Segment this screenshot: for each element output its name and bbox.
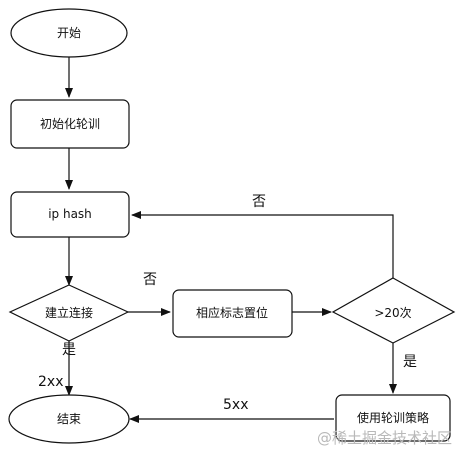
- node-end-label: 结束: [57, 412, 81, 426]
- node-start-label: 开始: [57, 26, 81, 40]
- node-check-shape: [331, 277, 456, 344]
- node-init-shape: [10, 99, 130, 149]
- edge-label-5xx: 5xx: [223, 397, 248, 413]
- node-start-shape: [10, 8, 128, 58]
- node-mark-shape: [172, 289, 293, 338]
- edge-label-check-no: 否: [252, 194, 266, 210]
- edge-check-iphash: [131, 211, 394, 278]
- node-iphash-label: ip hash: [48, 207, 92, 221]
- edge-label-connect-yes: 是: [62, 342, 76, 358]
- node-init-label: 初始化轮训: [40, 117, 100, 131]
- edge-label-check-yes: 是: [403, 354, 417, 370]
- node-iphash-shape: [10, 191, 130, 238]
- node-check-label: >20次: [374, 306, 411, 320]
- edge-label-connect-no: 否: [143, 272, 157, 288]
- node-connect-label: 建立连接: [45, 305, 93, 320]
- node-end-shape: [8, 394, 130, 444]
- node-policy-label: 使用轮训策略: [357, 410, 429, 425]
- edge-label-2xx: 2xx: [38, 374, 63, 390]
- watermark: @稀土掘金技术社区: [317, 429, 452, 447]
- node-mark-label: 相应标志置位: [196, 305, 268, 320]
- node-connect-shape: [8, 284, 130, 342]
- node-policy-shape: [335, 394, 451, 442]
